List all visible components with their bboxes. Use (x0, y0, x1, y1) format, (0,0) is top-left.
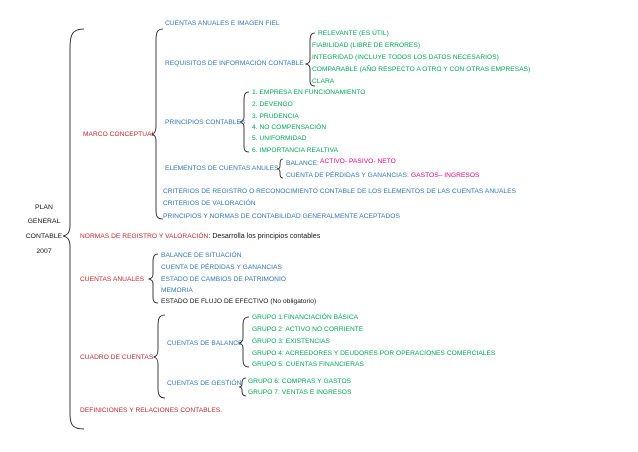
grupo-item: GRUPO 6: COMPRAS Y GASTOS (248, 378, 352, 385)
elementos-label: ELEMENTOS DE CUENTAS ANULES (165, 165, 279, 172)
criterios-registro: CRITERIOS DE REGISTRO O RECONOCIMIENTO C… (163, 188, 517, 195)
cuentas-balance-label: CUENTAS DE BALANCE (167, 340, 243, 347)
cuentas-anuales-label: CUENTAS ANUALES (80, 276, 145, 283)
pyg-value: GASTOS– INGRESOS (411, 172, 480, 179)
cuentas-anuales-item: MEMORIA (161, 287, 193, 294)
root-line-4: 2007 (36, 248, 52, 255)
cuadro-cuentas-label: CUADRO DE CUENTAS (80, 354, 154, 361)
requisitos-label: REQUISITOS DE INFORMACIÓN CONTABLE (165, 60, 304, 67)
cuentas-anuales-item: CUENTA DE PÉRDIDAS Y GANANCIAS (161, 264, 282, 271)
grupo-item: GRUPO 5: CUENTAS FINANCIERAS (252, 361, 364, 368)
pyg-label: CUENTA DE PÉRDIDAS Y GANANCIAS: (286, 172, 409, 179)
principios-label: PRINCIPIOS CONTABLES (165, 119, 246, 126)
requisito-item: CLARA (312, 78, 335, 85)
normas-label: NORMAS DE REGISTRO Y VALORACIÓN (80, 233, 209, 240)
grupo-item: GRUPO 4: ACREEDORES Y DEUDORES POR OPERA… (252, 350, 496, 357)
principio-item: 5. UNIFORMIDAD (252, 135, 307, 142)
balance-brace (237, 316, 250, 368)
requisito-item: INTEGRIDAD (INCLUYE TODOS LOS DATOS NECE… (312, 54, 499, 61)
requisito-item: FIABILIDAD (LIBRE DE ERRORES) (312, 42, 421, 49)
cuentas-anuales-brace (147, 253, 159, 304)
elementos-brace (276, 158, 284, 179)
principio-item: 2. DEVENGO (252, 101, 293, 108)
definiciones-label: DEFINICIONES Y RELACIONES CONTABLES. (80, 407, 223, 414)
requisitos-brace (304, 32, 316, 87)
cuentas-anuales-item: BALANCE DE SITUACIÓN (161, 252, 242, 259)
principio-item: 6. IMPORTANCIA REALTIVA (252, 147, 339, 154)
cuentas-anuales-item: ESTADO DE CAMBIOS DE PATRIMONIO (161, 276, 287, 283)
principios-brace (238, 91, 250, 153)
root-line-3: CONTABLE (25, 233, 63, 240)
requisito-item: RELEVANTE (ES ÚTIL) (318, 30, 389, 37)
gestion-brace (238, 377, 247, 397)
marco-brace (150, 28, 164, 220)
root-line-1: PLAN (35, 204, 53, 211)
estado-flujo-efectivo: ESTADO DE FLUJO DE EFECTIVO (No obligato… (161, 298, 317, 305)
root-line-2: GENERAL (27, 218, 61, 225)
marco-conceptual-label: MARCO CONCEPTUAL (83, 131, 156, 138)
principio-item: 1. EMPRESA EN FUNCIONAMIENTO (252, 89, 366, 96)
cuentas-gestion-label: CUENTAS DE GESTIÓN (167, 380, 242, 387)
principio-item: 3. PRUDENCIA (252, 113, 299, 120)
grupo-item: GRUPO 1:FINANCIACIÓN BÁSICA (252, 314, 359, 321)
principio-item: 4. NO COMPENSACIÓN (252, 124, 327, 131)
criterios-valoracion: CRITERIOS DE VALORACIÓN (163, 200, 256, 207)
grupo-item: GRUPO 3: EXISTENCIAS (252, 338, 330, 345)
balance-label: BALANCE: (286, 160, 320, 167)
balance-value: ACTIVO- PASIVO- NETO (320, 158, 396, 165)
principios-normas: PRINCIPIOS Y NORMAS DE CONTABILIDAD GENE… (163, 213, 400, 220)
grupo-item: GRUPO 2: ACTIVO NO CORRIENTE (252, 326, 364, 333)
normas-row: NORMAS DE REGISTRO Y VALORACIÓN: Desarro… (80, 233, 320, 241)
root-brace (62, 28, 85, 430)
grupo-item: GRUPO 7: VENTAS E INGRESOS (248, 389, 352, 396)
cuentas-anuales-imagen-fiel: CUENTAS ANUALES E IMAGEN FIEL (165, 20, 280, 27)
requisito-item: COMPARABLE (AÑO RESPECTO A OTRO Y CON OT… (312, 66, 531, 73)
cuadro-brace (152, 314, 166, 399)
normas-desc: : Desarrolla los principios contables (208, 233, 321, 240)
